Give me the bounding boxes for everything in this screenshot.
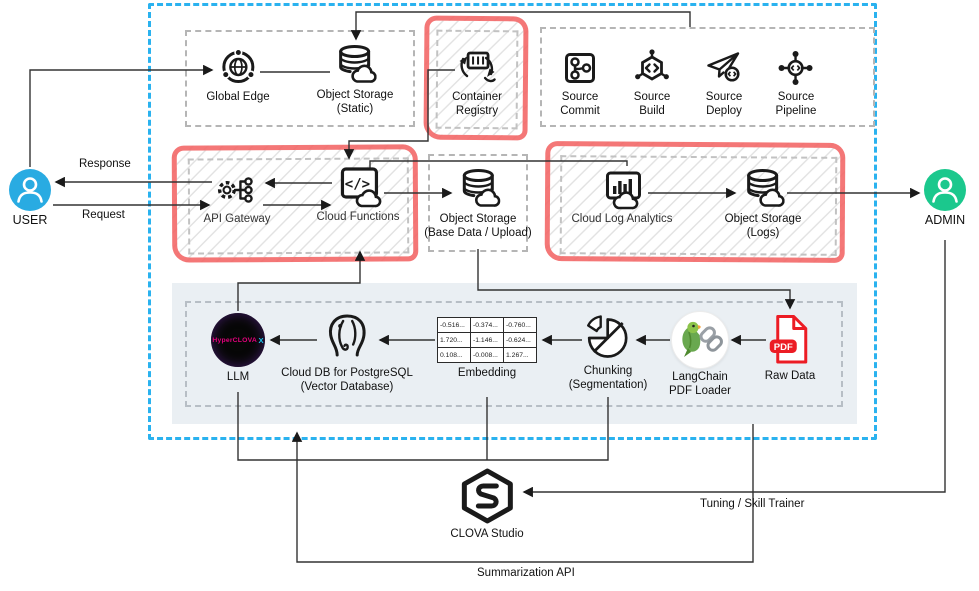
node-admin: ADMIN — [924, 169, 966, 229]
node-object-storage-base: Object Storage (Base Data / Upload) — [424, 166, 532, 241]
postgresql-elephant-icon — [281, 310, 413, 364]
source-pipeline-sublabel: Pipeline — [775, 105, 817, 118]
embedding-cell: 0.108... — [437, 347, 471, 363]
summarization-api-label: Summarization API — [477, 567, 575, 579]
source-commit-sublabel: Commit — [560, 105, 600, 118]
svg-text:</>: </> — [344, 177, 369, 193]
chunking-pie-icon — [569, 314, 648, 362]
source-build-icon — [632, 48, 672, 88]
node-raw-data: PDF Raw Data — [764, 313, 816, 383]
llm-label: LLM — [226, 371, 250, 383]
object-storage-static-label: Object Storage — [316, 89, 394, 101]
node-source-deploy: Source Deploy — [704, 48, 744, 119]
tuning-skill-trainer-label: Tuning / Skill Trainer — [700, 498, 805, 510]
node-cloud-functions: </> Cloud Functions — [316, 164, 400, 224]
source-deploy-sublabel: Deploy — [706, 105, 742, 118]
node-object-storage-logs: Object Storage (Logs) — [724, 166, 802, 241]
user-label: USER — [12, 213, 48, 227]
node-source-build: Source Build — [632, 48, 672, 119]
object-storage-icon — [317, 42, 394, 86]
node-langchain: LangChain PDF Loader — [669, 311, 731, 399]
api-gateway-label: API Gateway — [203, 213, 271, 225]
embedding-matrix: -0.516... -0.374... -0.760... 1.720... -… — [437, 317, 537, 363]
source-build-label: Source — [633, 91, 671, 103]
object-storage-logs-label: Object Storage — [724, 213, 802, 225]
request-label: Request — [82, 209, 125, 221]
object-storage-static-sublabel: (Static) — [336, 103, 374, 116]
admin-label: ADMIN — [924, 213, 966, 227]
cloud-functions-icon: </> — [316, 164, 399, 208]
global-edge-icon — [206, 46, 269, 88]
embedding-cell: -0.760... — [503, 317, 537, 333]
container-registry-sublabel: Registry — [455, 105, 499, 118]
langchain-label: LangChain — [672, 371, 728, 383]
node-object-storage-static: Object Storage (Static) — [316, 42, 394, 117]
object-storage-logs-sublabel: (Logs) — [746, 227, 780, 240]
embedding-cell: 1.720... — [437, 332, 471, 348]
embedding-cell: -0.624... — [503, 332, 537, 348]
object-storage-icon — [424, 166, 531, 210]
embedding-label: Embedding — [457, 367, 517, 379]
response-label: Response — [79, 158, 131, 170]
embedding-cell: -0.374... — [470, 317, 504, 333]
global-edge-label: Global Edge — [206, 91, 270, 103]
source-commit-icon — [560, 48, 600, 88]
node-source-pipeline: Source Pipeline — [775, 48, 817, 119]
source-deploy-label: Source — [705, 91, 743, 103]
clova-studio-label: CLOVA Studio — [450, 528, 524, 540]
source-pipeline-icon — [776, 48, 817, 88]
langchain-parrot-chain-icon — [670, 311, 729, 369]
cloud-log-analytics-label: Cloud Log Analytics — [571, 213, 673, 225]
embedding-cell: -1.146... — [470, 332, 504, 348]
postgres-label: Cloud DB for PostgreSQL — [281, 367, 413, 379]
node-postgres: Cloud DB for PostgreSQL (Vector Database… — [281, 310, 413, 395]
devtools-group-box — [540, 27, 875, 127]
object-storage-icon — [725, 166, 802, 210]
node-cloud-log-analytics: Cloud Log Analytics — [571, 168, 673, 226]
chunking-sublabel: (Segmentation) — [568, 379, 648, 392]
node-user: USER — [9, 169, 51, 229]
api-gateway-icon — [203, 170, 270, 210]
embedding-cell: -0.516... — [437, 317, 471, 333]
pdf-badge-text: PDF — [774, 342, 793, 353]
source-deploy-icon — [704, 48, 744, 88]
container-registry-label: Container — [452, 91, 502, 103]
arrow-summarization-api — [291, 424, 754, 563]
object-storage-base-sublabel: (Base Data / Upload) — [424, 227, 532, 240]
node-clova-studio: CLOVA Studio — [450, 467, 524, 541]
node-embedding: -0.516... -0.374... -0.760... 1.720... -… — [437, 317, 537, 380]
hyperclova-x-text: X — [258, 335, 264, 345]
object-storage-base-label: Object Storage — [439, 213, 517, 225]
cloud-functions-label: Cloud Functions — [316, 211, 400, 223]
clova-studio-hexagon-icon — [450, 467, 523, 525]
node-api-gateway: API Gateway — [203, 170, 271, 226]
source-pipeline-label: Source — [777, 91, 815, 103]
chunking-label: Chunking — [583, 365, 633, 377]
source-commit-label: Source — [561, 91, 599, 103]
pdf-file-icon: PDF — [765, 313, 816, 367]
admin-avatar — [924, 169, 966, 211]
hyperclova-brand-text: HyperCLOVA — [212, 336, 257, 344]
container-registry-icon — [452, 46, 502, 88]
langchain-sublabel: PDF Loader — [668, 385, 732, 398]
raw-data-label: Raw Data — [764, 370, 816, 382]
user-avatar — [9, 169, 51, 211]
source-build-sublabel: Build — [639, 105, 665, 118]
postgres-sublabel: (Vector Database) — [300, 381, 394, 394]
node-chunking: Chunking (Segmentation) — [568, 314, 648, 393]
node-container-registry: Container Registry — [452, 46, 502, 119]
embedding-cell: 1.267... — [503, 347, 537, 363]
cloud-log-analytics-icon — [571, 168, 672, 210]
embedding-cell: -0.008... — [470, 347, 504, 363]
node-source-commit: Source Commit — [560, 48, 600, 119]
node-global-edge: Global Edge — [206, 46, 270, 104]
